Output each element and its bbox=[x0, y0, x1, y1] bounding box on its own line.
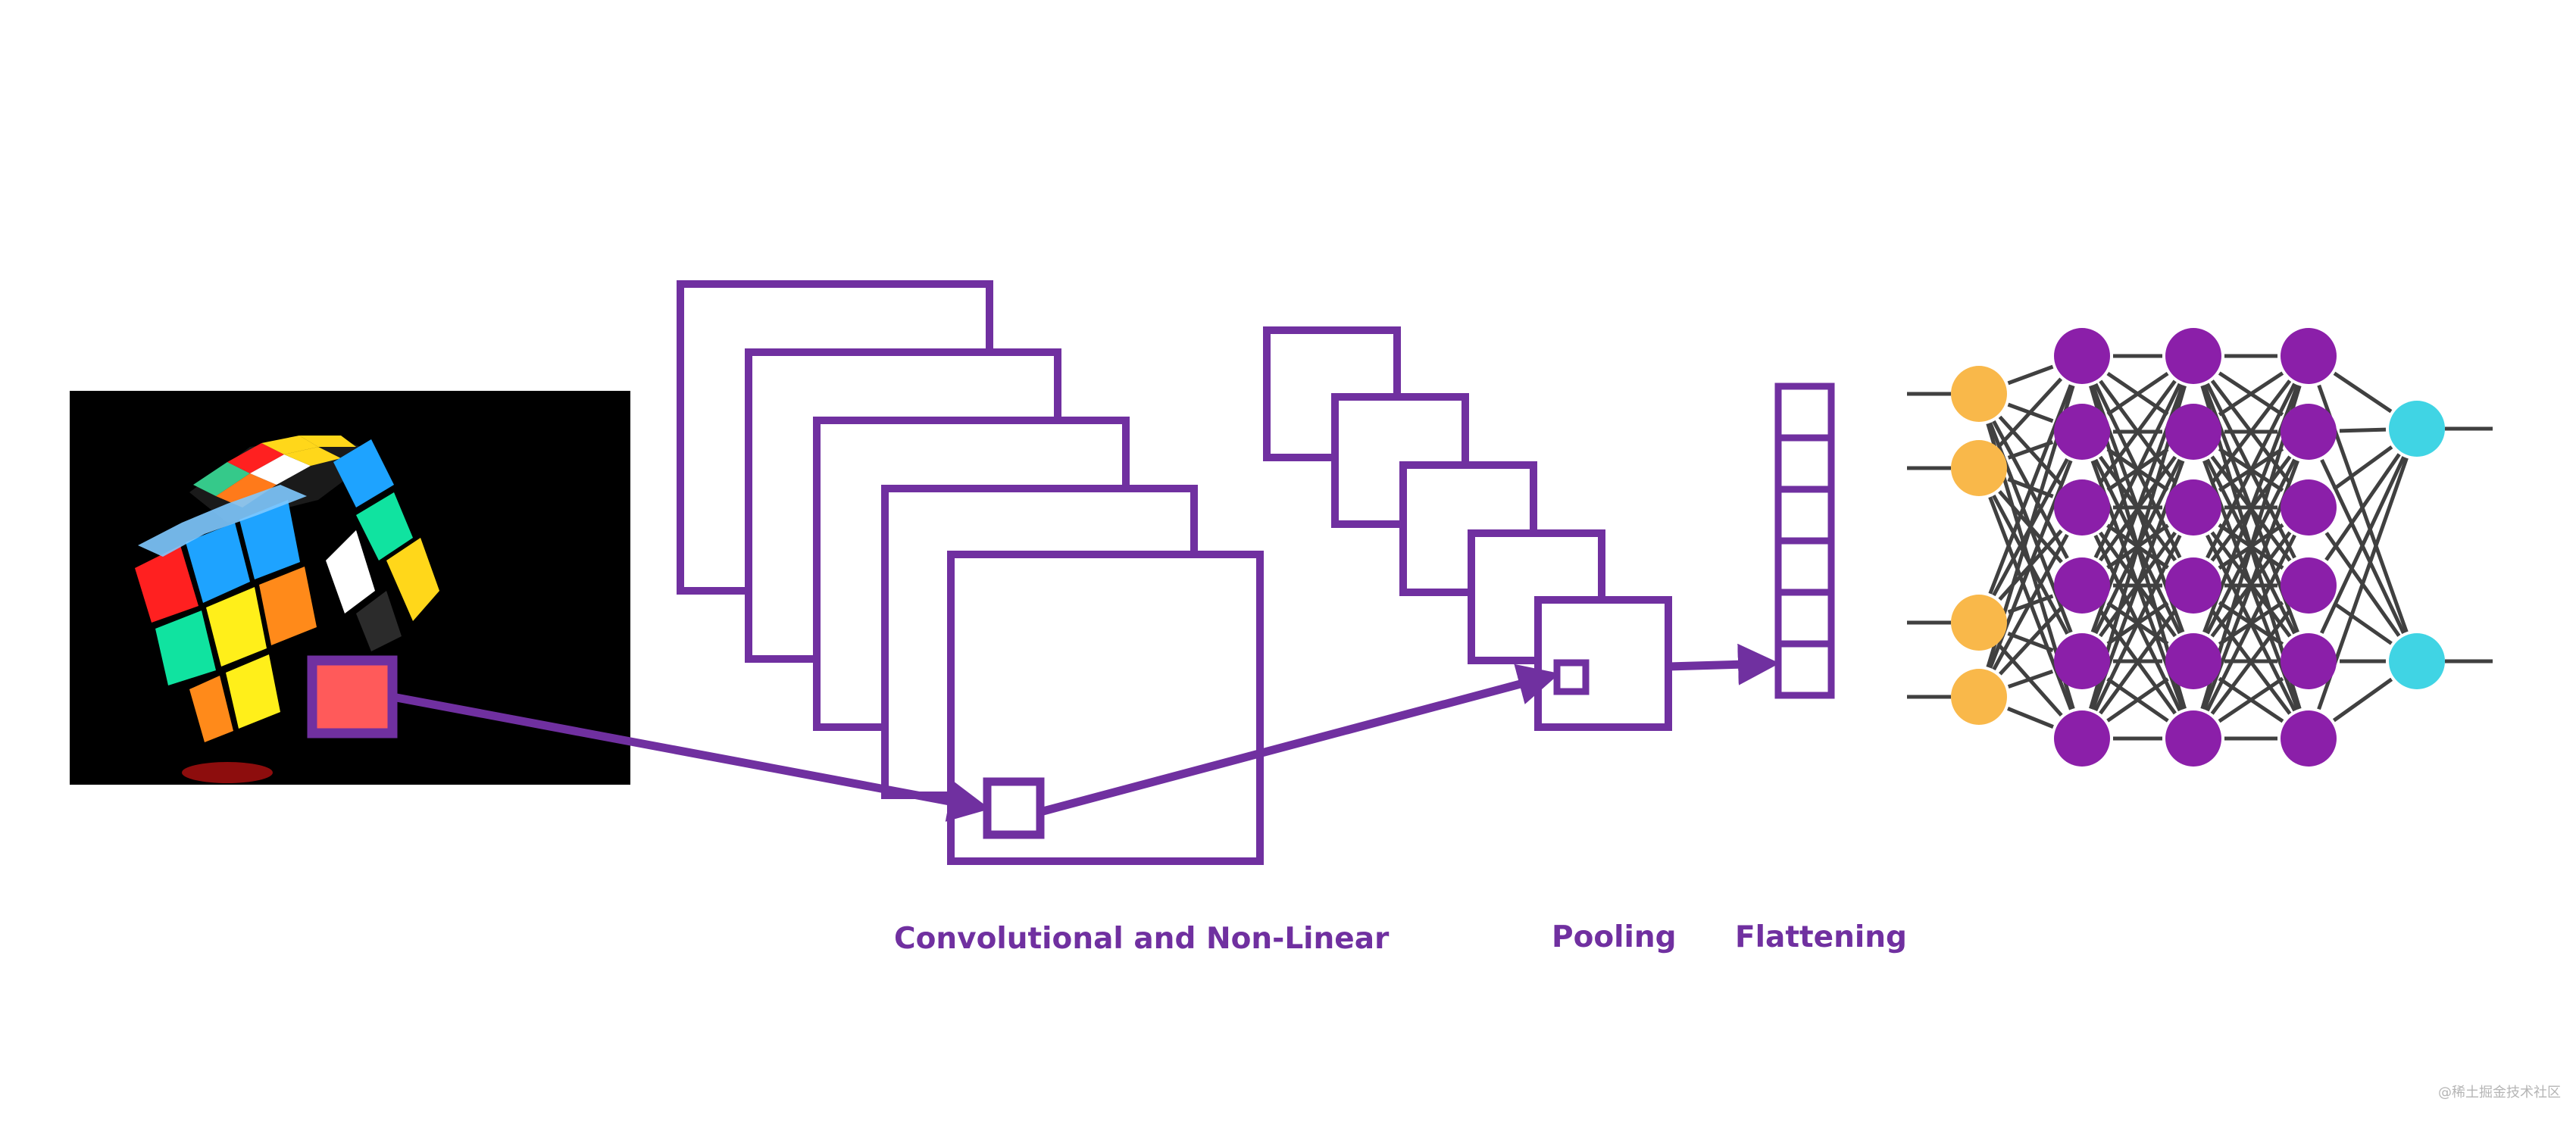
edge-l3-6-4 bbox=[2210, 609, 2292, 715]
flat-cell-2 bbox=[1774, 434, 1835, 493]
flattened-vector bbox=[1774, 383, 1835, 699]
watermark: @稀土掘金技术社区 bbox=[2438, 1085, 2561, 1101]
hidden-neuron-l2-1 bbox=[2054, 328, 2110, 384]
edge-l2-6-5 bbox=[2106, 677, 2169, 723]
edge-l4-2-1 bbox=[2339, 427, 2387, 433]
flat-cell-5 bbox=[1774, 589, 1835, 648]
hidden-neuron-l4-1 bbox=[2281, 328, 2337, 384]
edge-l4-4-1 bbox=[2324, 453, 2401, 561]
edge-l4-3-1 bbox=[2332, 445, 2393, 491]
input-neuron-l1-4 bbox=[1951, 669, 2007, 725]
edge-l4-5-1 bbox=[2320, 456, 2406, 634]
conv-feature-maps bbox=[677, 280, 1264, 865]
edge-l3-3-1 bbox=[2210, 379, 2292, 484]
flat-cell-6 bbox=[1774, 640, 1835, 699]
hidden-neuron-l3-4 bbox=[2165, 557, 2221, 614]
hidden-neuron-l3-1 bbox=[2165, 328, 2221, 384]
edge-l1-4-3 bbox=[1992, 533, 2069, 671]
hidden-neuron-l2-5 bbox=[2054, 633, 2110, 689]
hidden-neuron-l3-2 bbox=[2165, 404, 2221, 460]
edge-l3-6-3 bbox=[2206, 534, 2296, 712]
hidden-neuron-l3-5 bbox=[2165, 633, 2221, 689]
edge-l2-4-1 bbox=[2093, 383, 2182, 559]
label-flattening: Flattening bbox=[1735, 920, 1907, 954]
network-edges bbox=[1907, 354, 2493, 741]
edge-l1-1-1 bbox=[2007, 364, 2054, 386]
pool-window bbox=[1553, 659, 1590, 695]
edge-l3-4-1 bbox=[2206, 383, 2296, 559]
network-neurons bbox=[1951, 328, 2445, 767]
flat-cell-4 bbox=[1774, 537, 1835, 596]
hidden-neuron-l3-3 bbox=[2165, 479, 2221, 536]
input-neuron-l1-2 bbox=[1951, 440, 2007, 496]
fully-connected-network bbox=[1907, 328, 2493, 767]
edge-l2-3-1 bbox=[2099, 379, 2177, 484]
edge-l2-6-4 bbox=[2099, 609, 2177, 715]
edge-l3-6-5 bbox=[2218, 676, 2284, 723]
hidden-neuron-l3-6 bbox=[2165, 710, 2221, 767]
output-neuron-l5-2 bbox=[2389, 633, 2445, 689]
arrow-pool-to-flat bbox=[1668, 643, 1780, 685]
hidden-neuron-l4-4 bbox=[2281, 557, 2337, 614]
rubiks-cube-photo bbox=[70, 391, 630, 785]
label-pooling: Pooling bbox=[1552, 920, 1677, 954]
edge-l3-2-1 bbox=[2218, 371, 2284, 417]
edge-l4-4-2 bbox=[2333, 601, 2393, 645]
label-convolutional: Convolutional and Non-Linear bbox=[894, 922, 1390, 956]
arrow-image-to-conv bbox=[391, 692, 990, 822]
hidden-neuron-l2-6 bbox=[2054, 710, 2110, 767]
pooling-maps bbox=[1263, 326, 1672, 731]
flat-cell-1 bbox=[1774, 383, 1835, 442]
output-neuron-l5-1 bbox=[2389, 401, 2445, 457]
edge-l1-2-2 bbox=[2007, 440, 2054, 460]
flow-arrows bbox=[391, 643, 1780, 822]
edge-l1-4-5 bbox=[2007, 670, 2054, 689]
hidden-neuron-l4-6 bbox=[2281, 710, 2337, 767]
arrow-conv-to-pool bbox=[1039, 664, 1560, 817]
hidden-neuron-l2-2 bbox=[2054, 404, 2110, 460]
hidden-neuron-l2-4 bbox=[2054, 557, 2110, 614]
hidden-neuron-l2-3 bbox=[2054, 479, 2110, 536]
edge-l1-4-6 bbox=[2007, 707, 2054, 729]
edge-l2-2-1 bbox=[2106, 371, 2169, 417]
flat-cell-3 bbox=[1774, 486, 1835, 545]
input-neuron-l1-1 bbox=[1951, 366, 2007, 422]
edge-l4-6-2 bbox=[2332, 677, 2393, 723]
conv-kernel-window bbox=[983, 777, 1045, 839]
edge-l2-6-3 bbox=[2093, 534, 2182, 712]
hidden-neuron-l4-2 bbox=[2281, 404, 2337, 460]
hidden-neuron-l4-5 bbox=[2281, 633, 2337, 689]
input-neuron-l1-3 bbox=[1951, 595, 2007, 651]
edge-l4-1-1 bbox=[2333, 371, 2393, 414]
edge-l1-4-4 bbox=[1999, 607, 2062, 676]
hidden-neuron-l4-3 bbox=[2281, 479, 2337, 536]
edge-l1-2-1 bbox=[1998, 377, 2063, 447]
